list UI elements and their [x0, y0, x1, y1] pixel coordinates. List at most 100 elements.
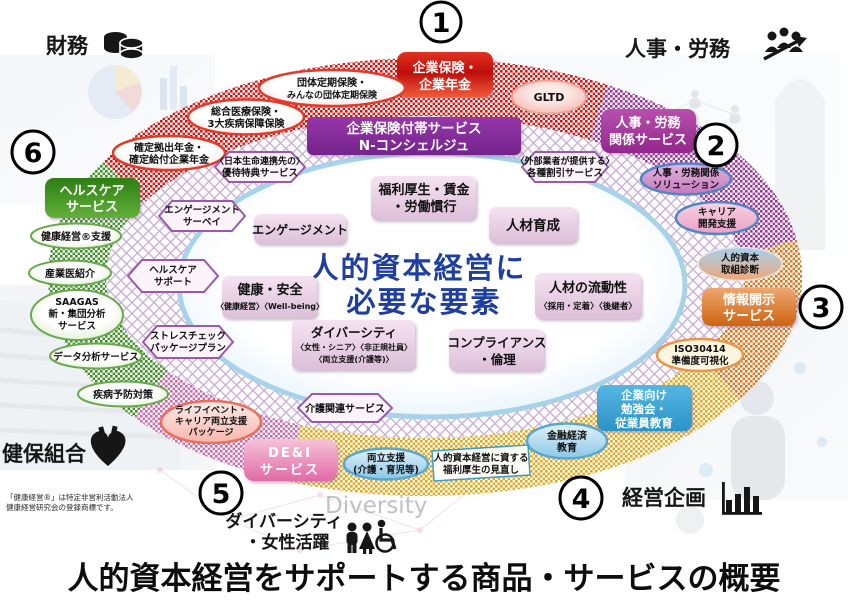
svg-text:人材の流動性: 人材の流動性	[549, 280, 627, 296]
svg-text:福利厚生・賃金・労働慣行: 福利厚生・賃金・労働慣行	[377, 182, 470, 215]
svg-text:5: 5	[212, 479, 231, 510]
page-title: 人的資本経営をサポートする商品・サービスの概要	[68, 561, 781, 597]
inner-element-jinzai-ikusei: 人材育成	[489, 207, 577, 243]
svg-text:総合医療保険・3大疾病保障保険: 総合医療保険・3大疾病保障保険	[208, 105, 286, 130]
header-seminar: 企業向け勉強会・従業員教育	[597, 385, 692, 431]
node-jinji-solution: 人事・労務関係ソリューション	[639, 162, 733, 196]
svg-text:ダイバーシティ: ダイバーシティ	[311, 325, 397, 340]
heart-icon	[90, 425, 126, 466]
svg-text:両立支援(介護・育児等): 両立支援(介護・育児等)	[353, 452, 419, 476]
svg-text:6: 6	[24, 138, 43, 169]
svg-text:優待特典サービス: 優待特典サービス	[221, 167, 298, 179]
header-healthcare: ヘルスケアサービス	[45, 178, 140, 218]
header-hr-services: 人事・労務関係サービス	[601, 109, 696, 153]
node-life-event-package: ライフイベント・キャリア両立支援パッケージ	[159, 399, 263, 445]
number-badge-5: 5	[198, 470, 244, 516]
number-badge-1: 1	[419, 0, 463, 44]
inner-element-engagement: エンゲージメント	[252, 214, 348, 244]
svg-text:キャリア開発支援: キャリア開発支援	[698, 207, 737, 230]
svg-text:人的資本取組診断: 人的資本取組診断	[721, 252, 760, 276]
svg-text:エンゲージメントサーベイ: エンゲージメントサーベイ	[164, 204, 240, 228]
svg-text:人事・労務関係サービス: 人事・労務関係サービス	[609, 115, 687, 148]
node-dantai-hoken: 団体定期保険・ みんなの団体定期保険	[257, 68, 407, 108]
svg-text:〈女性・シニア〉〈非正規社員〉〈両立支援(介護等)〉: 〈女性・シニア〉〈非正規社員〉〈両立支援(介護等)〉	[296, 342, 412, 364]
svg-text:みんなの団体定期保険: みんなの団体定期保険	[287, 89, 378, 101]
svg-text:ヘルスケアサービス: ヘルスケアサービス	[59, 184, 124, 215]
svg-text:〈健康経営〉〈Well-being〉: 〈健康経営〉〈Well-being〉	[216, 301, 324, 311]
corner-label-hr: 人事・労務	[625, 37, 731, 61]
svg-text:健康・安全: 健康・安全	[237, 282, 303, 298]
svg-text:人材育成: 人材育成	[506, 217, 560, 234]
node-kinyu-kyoiku: 金融経済教育	[525, 422, 609, 460]
svg-text:2: 2	[707, 131, 726, 162]
node-stress-check: ストレスチェックパッケージプラン	[141, 325, 235, 359]
coins-icon	[104, 32, 144, 60]
svg-text:ライフイベント・キャリア両立支援パッケージ: ライフイベント・キャリア両立支援パッケージ	[175, 405, 248, 438]
bar-chart-icon	[722, 482, 762, 515]
svg-text:〈外部業者が提供する〉: 〈外部業者が提供する〉	[515, 155, 614, 167]
svg-text:産業医紹介: 産業医紹介	[45, 267, 96, 280]
node-kakutei-nenkin: 確定拠出年金・確定給付企業年金	[111, 134, 227, 172]
svg-text:データ分析サービス: データ分析サービス	[53, 351, 139, 363]
number-badge-4: 4	[558, 475, 604, 521]
node-engagement-survey: エンゲージメントサーベイ	[157, 200, 247, 232]
svg-text:1: 1	[432, 8, 451, 39]
svg-text:確定拠出年金・確定給付企業年金: 確定拠出年金・確定給付企業年金	[129, 141, 210, 166]
people-growth-icon	[763, 27, 807, 61]
svg-text:各種割引サービス: 各種割引サービス	[526, 167, 603, 179]
center-title: 人的資本経営に 必要な要素	[309, 251, 538, 319]
svg-text:人事・労務関係ソリューション: 人事・労務関係ソリューション	[653, 167, 720, 191]
footnote: 「健康経営®」は特定非営利活動法人 健康経営研究会の登録商標です。	[6, 492, 136, 512]
svg-text:GLTD: GLTD	[534, 91, 565, 104]
number-badge-6: 6	[10, 129, 56, 175]
svg-text:情報開示サービス: 情報開示サービス	[723, 292, 775, 324]
corner-label-health-union: 健保組合	[2, 442, 87, 466]
node-data-bunseki: データ分析サービス	[49, 342, 143, 370]
svg-text:健康経営®支援: 健康経営®支援	[41, 230, 112, 243]
svg-text:企業保険・企業年金: 企業保険・企業年金	[411, 60, 477, 93]
node-gltd: GLTD	[511, 79, 587, 115]
inner-element-diversity: ダイバーシティ 〈女性・シニア〉〈非正規社員〉〈両立支援(介護等)〉	[292, 320, 415, 370]
corner-label-finance: 財務	[46, 34, 89, 58]
diversity-watermark: Diversity	[325, 493, 427, 519]
svg-text:コンプライアンス・倫理: コンプライアンス・倫理	[448, 335, 547, 367]
header-disclosure: 情報開示サービス	[702, 288, 796, 326]
node-career-development: キャリア開発支援	[674, 200, 760, 236]
svg-text:3: 3	[812, 293, 831, 324]
svg-text:金融経済教育: 金融経済教育	[546, 429, 588, 454]
number-badge-3: 3	[798, 284, 844, 330]
node-healthcare-support: ヘルスケアサポート	[126, 259, 220, 293]
diversity-people-wheelchair-icon	[346, 519, 397, 554]
svg-text:エンゲージメント: エンゲージメント	[252, 222, 348, 237]
node-shippei-yobo: 疾病予防対策	[77, 380, 169, 408]
inner-element-kenko-anzen: 健康・安全 〈健康経営〉〈Well-being〉	[216, 276, 324, 318]
svg-text:介護関連サービス: 介護関連サービス	[304, 402, 385, 415]
node-ryoritsu-shien: 両立支援(介護・育児等)	[342, 447, 430, 481]
svg-text:〈日本生命連携先の〉: 〈日本生命連携先の〉	[215, 155, 305, 167]
node-waribiki: 〈外部業者が提供する〉 各種割引サービス	[515, 151, 615, 183]
inner-element-ryudosei: 人材の流動性 〈採用・定着〉〈後継者〉	[535, 273, 641, 319]
node-capital-shindan: 人的資本取組診断	[697, 246, 783, 282]
header-insurance: 企業保険・企業年金	[397, 52, 493, 97]
node-kaigo-kanren: 介護関連サービス	[296, 393, 394, 423]
svg-text:企業向け勉強会・従業員教育: 企業向け勉強会・従業員教育	[614, 388, 673, 430]
svg-text:4: 4	[572, 484, 591, 515]
node-yutai-tokuten: 〈日本生命連携先の〉 優待特典サービス	[213, 151, 307, 183]
corner-label-diversity: ダイバーシティ ・女性活躍	[225, 511, 348, 553]
corner-label-planning: 経営企画	[622, 486, 706, 510]
svg-text:ストレスチェックパッケージプラン: ストレスチェックパッケージプラン	[150, 331, 226, 354]
svg-text:ヘルスケアサポート: ヘルスケアサポート	[149, 265, 197, 288]
number-badge-2: 2	[693, 122, 739, 168]
node-fukuri-minaoshi: 人的資本経営に資する福利厚生の見直し	[431, 444, 531, 482]
node-kenko-keiei-shien: 健康経営®支援	[30, 222, 122, 250]
svg-text:団体定期保険・: 団体定期保険・	[297, 76, 367, 89]
